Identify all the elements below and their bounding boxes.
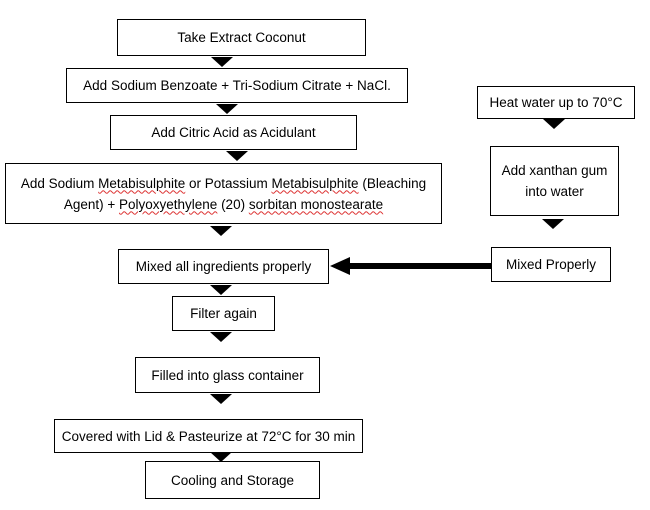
step-bleaching-agent: Add Sodium Metabisulphite or Potassium M…: [5, 163, 442, 224]
step-mixed-all-label: Mixed all ingredients properly: [135, 259, 312, 274]
side-heat-water: Heat water up to 70°C: [477, 86, 635, 119]
step-take-extract: Take Extract Coconut: [117, 19, 366, 56]
arrowhead-1: [211, 57, 233, 67]
bleach-line-2: Agent) + Polyoxyethylene (20) sorbitan m…: [63, 196, 384, 212]
side-heat-water-label: Heat water up to 70°C: [489, 95, 623, 110]
side-mixed-properly-label: Mixed Properly: [505, 257, 597, 272]
step-filter-again-label: Filter again: [190, 306, 257, 321]
side-mixed-properly: Mixed Properly: [491, 247, 611, 282]
step-mixed-all: Mixed all ingredients properly: [118, 249, 329, 284]
arrowhead-7: [210, 394, 232, 404]
arrowhead-4: [210, 226, 232, 236]
step-add-preservatives-label: Add Sodium Benzoate + Tri-Sodium Citrate…: [83, 78, 391, 93]
step-add-preservatives: Add Sodium Benzoate + Tri-Sodium Citrate…: [66, 68, 408, 103]
arrowhead-2: [216, 104, 238, 114]
bleach-line-1: Add Sodium Metabisulphite or Potassium M…: [20, 175, 427, 191]
step-add-citric-acid: Add Citric Acid as Acidulant: [110, 115, 357, 150]
side-add-xanthan-line-2: into water: [525, 184, 584, 199]
side-add-xanthan-line-1: Add xanthan gum: [501, 163, 608, 178]
step-filled-glass: Filled into glass container: [135, 357, 320, 393]
arrowhead-side-1: [543, 119, 565, 129]
step-filter-again: Filter again: [172, 296, 275, 331]
step-take-extract-label: Take Extract Coconut: [177, 30, 306, 45]
step-covered-pasteurize: Covered with Lid & Pasteurize at 72°C fo…: [54, 419, 363, 453]
step-cooling-storage: Cooling and Storage: [145, 461, 320, 499]
arrowhead-8: [210, 452, 232, 462]
side-add-xanthan-text: Add xanthan gum into water: [502, 160, 608, 202]
arrowhead-5: [210, 285, 232, 295]
connector-arrow-shaft: [347, 263, 491, 269]
side-add-xanthan: Add xanthan gum into water: [490, 146, 619, 216]
arrowhead-side-2: [542, 219, 564, 229]
connector-arrow-head: [330, 257, 350, 275]
step-filled-glass-label: Filled into glass container: [151, 367, 304, 383]
step-cooling-storage-label: Cooling and Storage: [170, 472, 295, 488]
arrowhead-3: [226, 151, 248, 161]
step-bleaching-agent-text: Add Sodium Metabisulphite or Potassium M…: [21, 173, 426, 215]
step-add-citric-acid-label: Add Citric Acid as Acidulant: [151, 125, 316, 140]
arrowhead-6: [210, 332, 232, 342]
step-covered-pasteurize-label: Covered with Lid & Pasteurize at 72°C fo…: [61, 428, 356, 444]
